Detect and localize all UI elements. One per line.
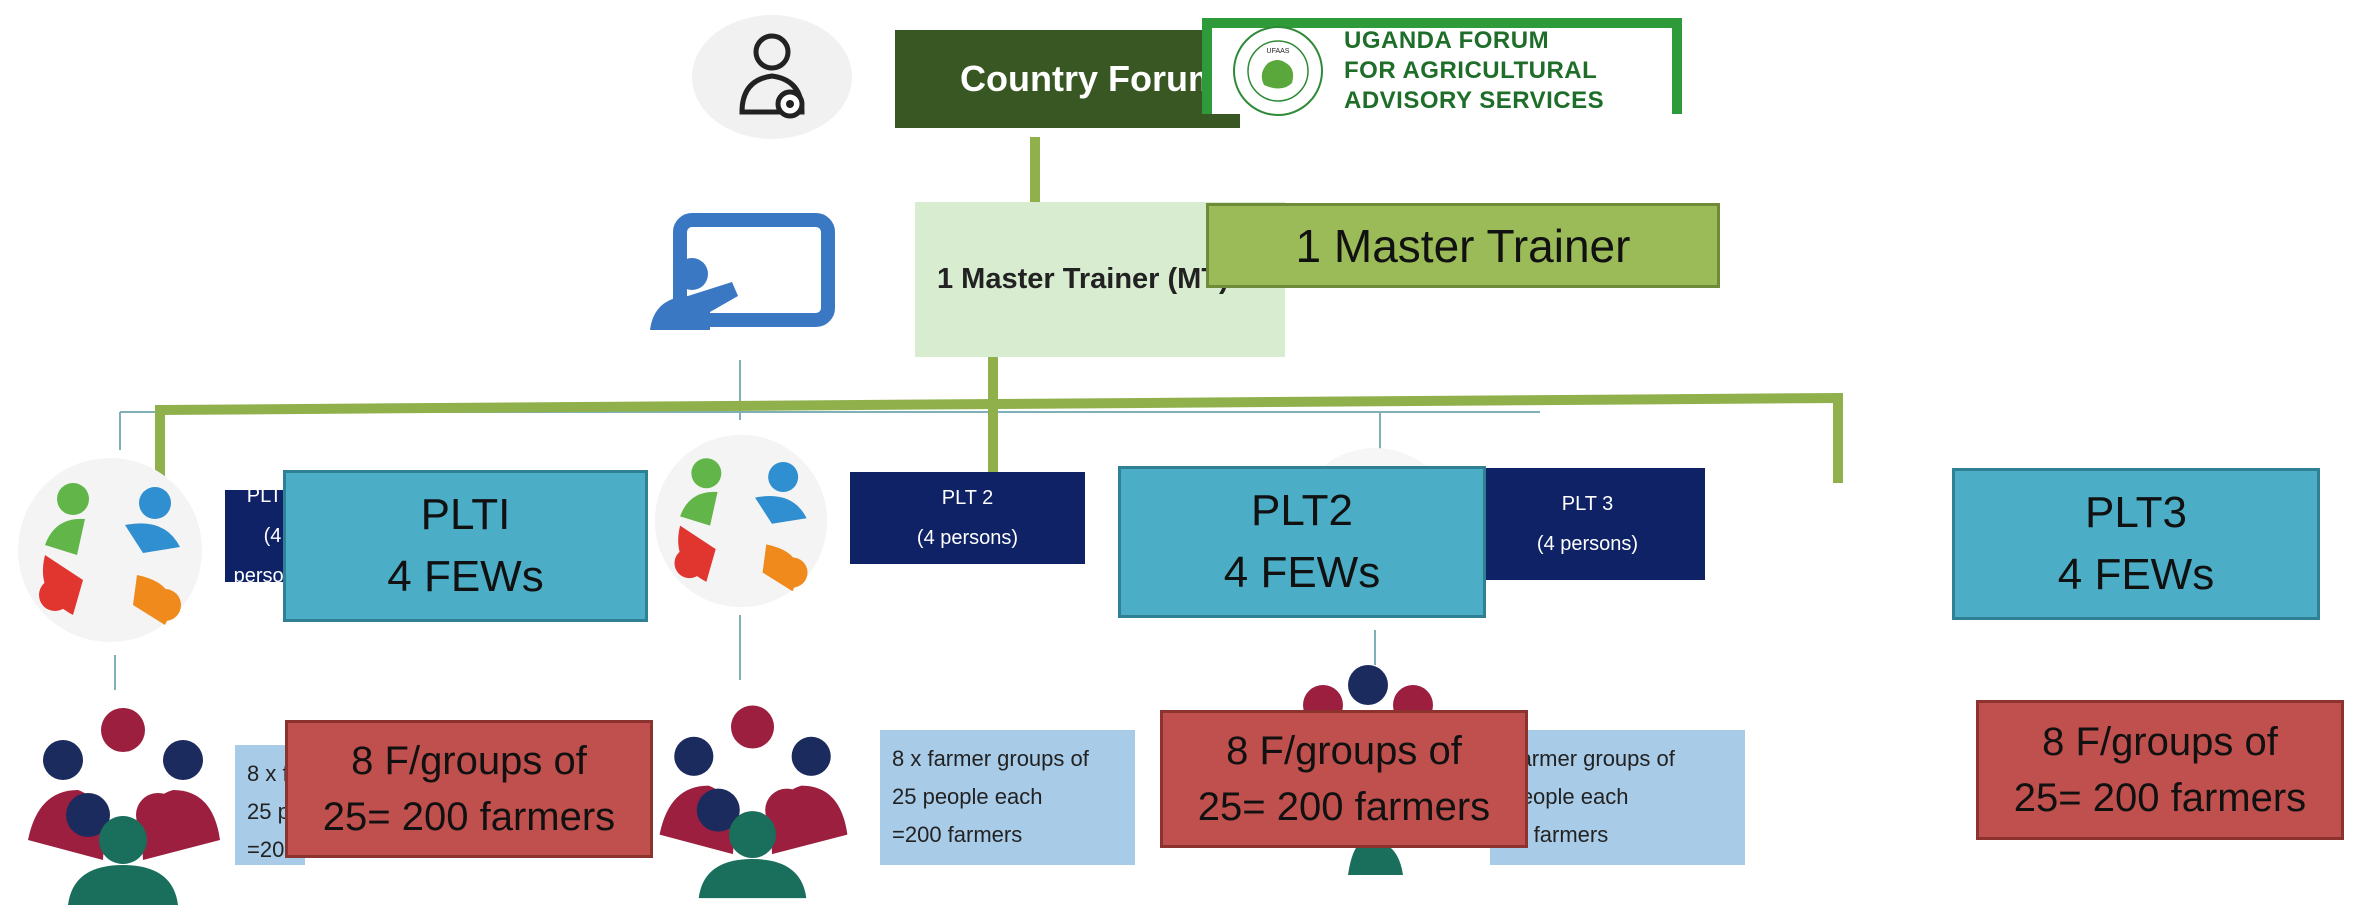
ufaas-logo: UFAAS UGANDA FORUM FOR AGRICULTURAL ADVI… [1202, 18, 1682, 116]
red-box-line1: 8 F/groups of [351, 739, 587, 783]
red-box-line2: 25= 200 farmers [1197, 785, 1491, 829]
plt-teal-line1: PLT2 [1251, 486, 1353, 535]
svg-text:UFAAS: UFAAS [1267, 48, 1290, 55]
plt-navy-box-3: PLT 3 (4 persons) [1470, 468, 1705, 580]
plt-navy-title: PLT 3 [1561, 493, 1614, 515]
master-trainer-label: 1 Master Trainer (MT) [937, 263, 1229, 295]
team-circle-icon [15, 455, 205, 645]
farmer-groups-box-2: 8 x farmer groups of 25 people each =200… [880, 730, 1135, 865]
plt-teal-box-1: PLTI 4 FEWs [283, 470, 648, 622]
trainer-presentation-icon [640, 212, 850, 337]
plt-teal-box-2: PLT2 4 FEWs [1118, 466, 1486, 618]
plt-teal-line2: 4 FEWs [387, 552, 544, 601]
red-box-line1: 8 F/groups of [2042, 720, 2278, 764]
plt-teal-box-3: PLT3 4 FEWs [1952, 468, 2320, 620]
farmer-groups-line2: 25 people each [892, 784, 1043, 809]
plt-teal-line2: 4 FEWs [2057, 550, 2215, 599]
plt-teal-line1: PLTI [420, 490, 511, 539]
country-forum-label: Country Forum [960, 58, 1220, 99]
farmer-groups-red-box-1: 8 F/groups of 25= 200 farmers [285, 720, 653, 858]
farmer-groups-line3: =200 farmers [892, 822, 1023, 847]
ufaas-seal-icon: UFAAS [1233, 26, 1323, 116]
logo-line-1: UGANDA FORUM [1344, 27, 1550, 54]
farmer-groups-box-3: 8 x farmer groups of 25 people each =200… [1478, 730, 1745, 865]
farmer-groups-red-box-3: 8 F/groups of 25= 200 farmers [1976, 700, 2344, 840]
logo-line-2: FOR AGRICULTURAL [1344, 57, 1598, 84]
logo-line-3: ADVISORY SERVICES [1344, 87, 1605, 114]
master-trainer-overlay-label: 1 Master Trainer [1295, 219, 1631, 272]
user-gear-icon [690, 12, 855, 142]
team-circle-icon [652, 432, 830, 610]
red-box-line2: 25= 200 farmers [2013, 776, 2307, 820]
plt-teal-line1: PLT3 [2085, 488, 2187, 537]
farmer-crowd-icon [640, 682, 865, 904]
master-trainer-overlay: 1 Master Trainer [1206, 203, 1720, 288]
plt-navy-title: PLT 2 [941, 487, 994, 509]
plt-navy-subtitle: (4 persons) [1536, 533, 1639, 555]
farmer-crowd-icon [8, 690, 238, 906]
plt-teal-line2: 4 FEWs [1223, 548, 1381, 597]
farmer-groups-red-box-2: 8 F/groups of 25= 200 farmers [1160, 710, 1528, 848]
country-forum-box: Country Forum [895, 30, 1240, 128]
farmer-groups-line1: 8 x farmer groups of [892, 746, 1089, 771]
plt-navy-box-2: PLT 2 (4 persons) [850, 472, 1085, 564]
red-box-line2: 25= 200 farmers [322, 795, 616, 839]
plt-navy-subtitle: (4 persons) [916, 527, 1019, 549]
red-box-line1: 8 F/groups of [1226, 729, 1462, 773]
